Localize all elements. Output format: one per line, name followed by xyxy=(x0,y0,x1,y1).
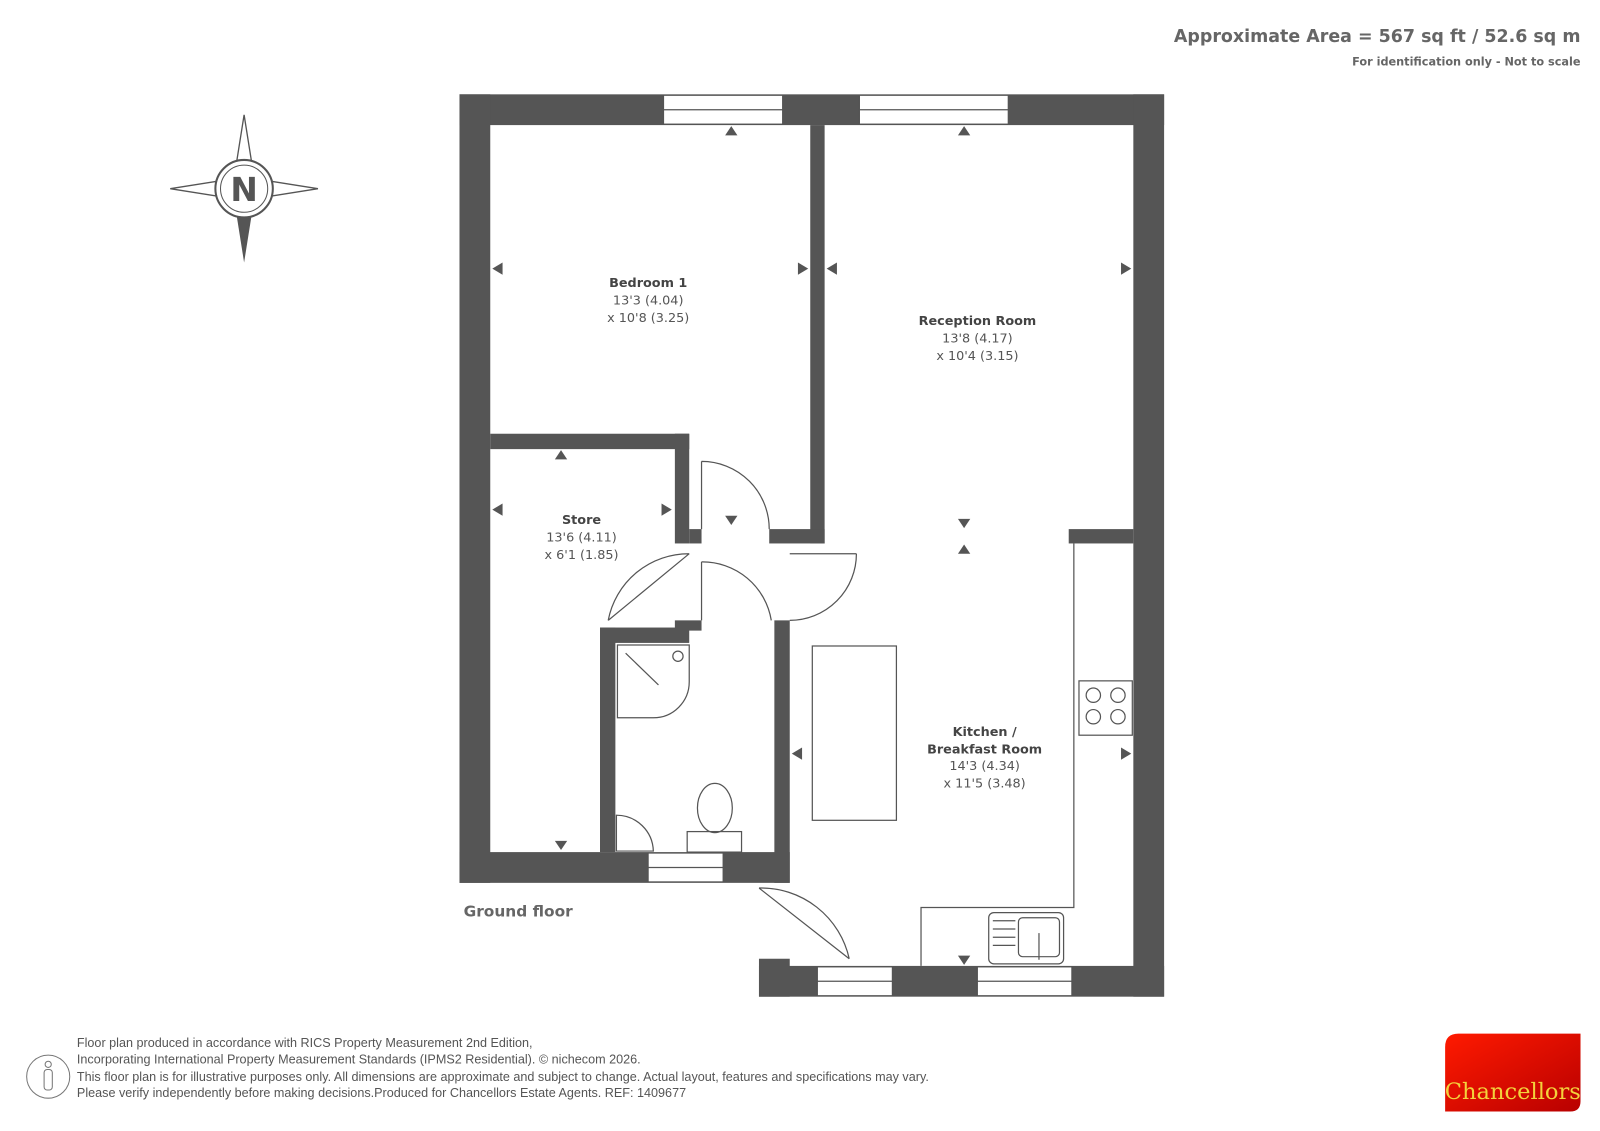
doors xyxy=(607,460,858,960)
disclaimer-line: Incorporating International Property Mea… xyxy=(77,1052,641,1066)
approximate-area: Approximate Area = 567 sq ft / 52.6 sq m xyxy=(1174,27,1581,47)
room-dimension: x 11'5 (3.48) xyxy=(944,776,1026,791)
scale-note: For identification only - Not to scale xyxy=(1352,56,1581,69)
room-bedroom-1: Bedroom 1 13'3 (4.04) x 10'8 (3.25) xyxy=(607,276,689,326)
person-icon xyxy=(26,1054,71,1099)
disclaimer-line: Please verify independently before makin… xyxy=(77,1086,686,1100)
hob-icon xyxy=(1078,680,1133,736)
logo-text: Chancellors xyxy=(1445,1079,1581,1105)
shower-icon xyxy=(616,644,690,719)
room-dimension: 13'6 (4.11) xyxy=(546,530,617,545)
walls xyxy=(459,94,1165,997)
room-dimension: 13'3 (4.04) xyxy=(613,294,684,309)
kitchen-island xyxy=(811,645,898,821)
compass-north-label: N xyxy=(230,171,257,209)
room-name: Reception Room xyxy=(919,314,1037,329)
floor-label: Ground floor xyxy=(464,903,574,921)
room-name: Bedroom 1 xyxy=(609,276,687,291)
chancellors-logo: Chancellors xyxy=(1445,1033,1581,1112)
room-dimension: 14'3 (4.34) xyxy=(949,759,1020,774)
disclaimer-line: This floor plan is for illustrative purp… xyxy=(77,1070,929,1084)
windows xyxy=(647,94,1073,997)
sink-icon xyxy=(988,911,1065,965)
room-reception: Reception Room 13'8 (4.17) x 10'4 (3.15) xyxy=(919,314,1037,364)
room-kitchen: Kitchen / Breakfast Room 14'3 (4.34) x 1… xyxy=(927,725,1042,791)
compass-icon: N xyxy=(170,114,319,263)
basin-icon xyxy=(615,814,654,852)
toilet-icon xyxy=(686,782,743,853)
room-dimension: x 10'4 (3.15) xyxy=(936,349,1018,364)
disclaimer-line: Floor plan produced in accordance with R… xyxy=(77,1036,533,1050)
room-name: Breakfast Room xyxy=(927,743,1042,758)
room-dimension: x 10'8 (3.25) xyxy=(607,311,689,326)
room-dimension: x 6'1 (1.85) xyxy=(545,548,619,563)
room-name: Kitchen / xyxy=(953,725,1017,740)
fixtures xyxy=(615,543,1133,966)
room-name: Store xyxy=(562,513,601,528)
room-dimension: 13'8 (4.17) xyxy=(942,331,1013,346)
room-store: Store 13'6 (4.11) x 6'1 (1.85) xyxy=(545,513,619,563)
dimension-arrows xyxy=(492,126,1132,965)
